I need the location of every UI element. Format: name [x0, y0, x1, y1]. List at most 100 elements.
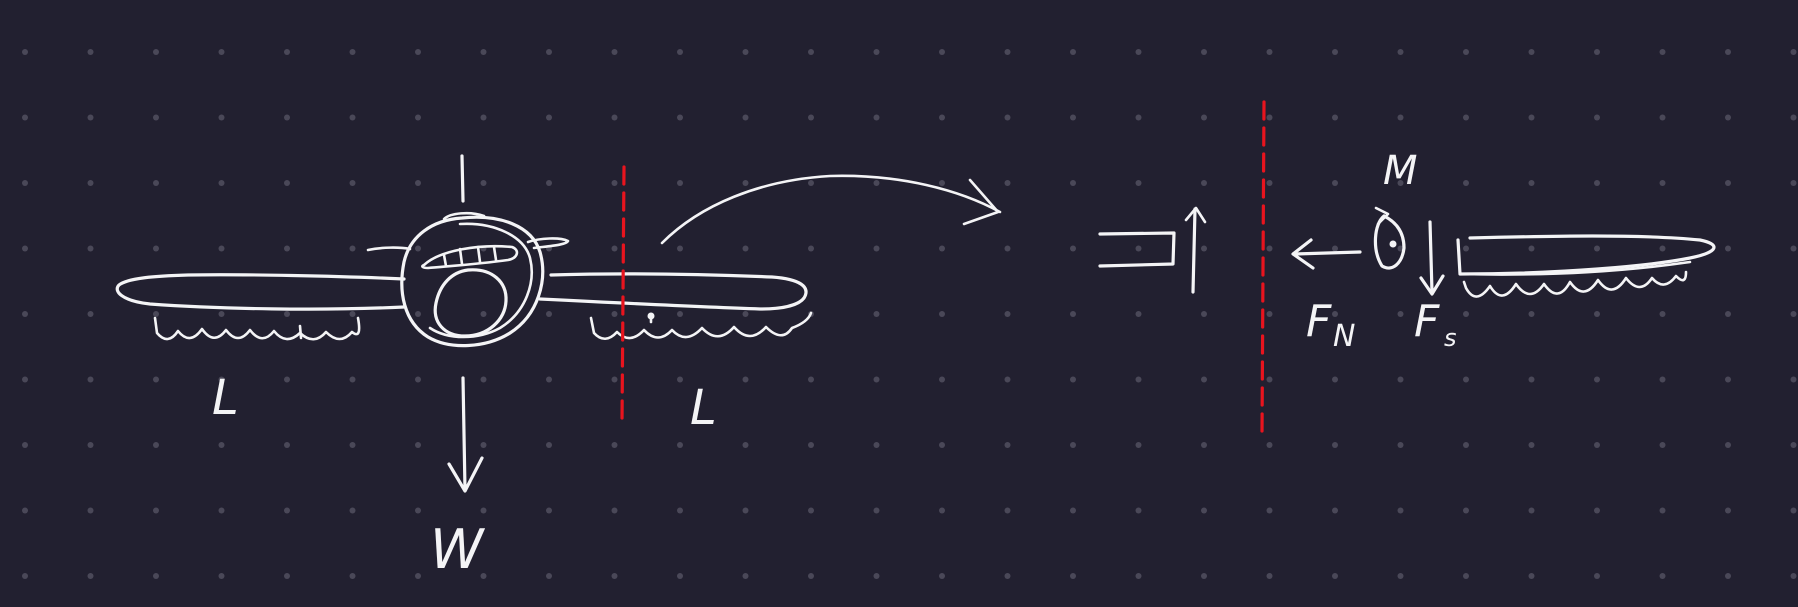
grid-dot — [1528, 180, 1535, 186]
grid-dot — [87, 507, 94, 514]
grid-dot — [808, 442, 814, 448]
grid-dot — [808, 114, 814, 121]
grid-dot — [480, 507, 487, 514]
grid-dot — [1725, 507, 1731, 514]
grid-dot — [153, 180, 159, 186]
shear-force-label: F — [1414, 296, 1440, 347]
weight-label: W — [430, 518, 486, 581]
grid-dot — [1397, 573, 1404, 579]
grid-dot — [873, 49, 880, 55]
grid-dot — [349, 442, 356, 448]
section-point — [1389, 240, 1397, 248]
tail-top — [442, 211, 486, 221]
grid-dot — [1397, 245, 1404, 252]
grid-dot — [415, 180, 421, 186]
grid-dot — [808, 245, 814, 252]
grid-dot — [22, 573, 28, 579]
grid-dot — [939, 442, 945, 448]
grid-dot — [480, 573, 487, 579]
grid-dot — [480, 442, 487, 448]
grid-dot — [1004, 180, 1011, 186]
grid-dot — [1135, 180, 1142, 186]
grid-dot — [1201, 442, 1207, 448]
grid-dot — [808, 180, 814, 186]
grid-dot — [1201, 49, 1207, 55]
grid-dot — [1135, 573, 1142, 579]
grid-dot — [284, 180, 290, 186]
weight-arrowhead — [447, 456, 484, 493]
grid-dot — [415, 573, 421, 579]
grid-dot — [1659, 180, 1666, 186]
grid-dot — [1528, 573, 1535, 579]
grid-dot — [284, 376, 290, 383]
grid-dot — [284, 245, 290, 252]
grid-dot — [1070, 507, 1076, 514]
grid-dot — [1528, 442, 1535, 448]
grid-dot — [1201, 180, 1207, 186]
grid-dot — [1201, 311, 1207, 317]
dot-grid — [22, 49, 1797, 579]
grid-dot — [1528, 311, 1535, 317]
grid-dot — [939, 245, 945, 252]
grid-dot — [1070, 311, 1076, 317]
grid-dot — [808, 507, 814, 514]
grid-dot — [153, 49, 159, 55]
grid-dot — [415, 49, 421, 55]
grid-dot — [1135, 507, 1142, 514]
grid-dot — [1266, 376, 1273, 383]
grid-dot — [1594, 573, 1600, 579]
moment-label: M — [1383, 148, 1418, 194]
grid-dot — [1463, 442, 1469, 448]
grid-dot — [22, 180, 28, 186]
grid-dot — [1594, 49, 1600, 55]
grid-dot — [1266, 180, 1273, 186]
grid-dot — [611, 245, 618, 252]
grid-dot — [22, 311, 28, 317]
grid-dot — [284, 114, 290, 121]
grid-dot — [218, 376, 225, 383]
grid-dot — [1332, 507, 1338, 514]
grid-dot — [1332, 311, 1338, 317]
grid-dot — [873, 180, 880, 186]
grid-dot — [218, 311, 225, 317]
fbd-cut-line — [1260, 100, 1266, 436]
grid-dot — [1004, 376, 1011, 383]
grid-dot — [742, 114, 749, 121]
grid-dot — [1725, 180, 1731, 186]
grid-dot — [1594, 311, 1600, 317]
grid-dot — [677, 376, 683, 383]
grid-dot — [1790, 573, 1797, 579]
left-stabilizer — [366, 246, 412, 252]
shear-force-arrow — [1428, 220, 1434, 294]
grid-dot — [1397, 49, 1404, 55]
grid-dot — [1725, 311, 1731, 317]
moment-arrowhead — [1374, 206, 1390, 226]
grid-dot — [611, 114, 618, 121]
grid-dot — [415, 507, 421, 514]
grid-dot — [1659, 573, 1666, 579]
right-wing — [538, 272, 808, 311]
grid-dot — [1725, 49, 1731, 55]
free-body-diagram — [1098, 100, 1716, 436]
grid-dot — [1135, 311, 1142, 317]
grid-dot — [808, 573, 814, 579]
grid-dot — [22, 376, 28, 383]
shear-force-arrowhead — [1419, 274, 1445, 296]
grid-dot — [742, 311, 749, 317]
grid-dot — [218, 180, 225, 186]
grid-dot — [284, 442, 290, 448]
grid-dot — [873, 311, 880, 317]
grid-dot — [1659, 311, 1666, 317]
grid-dot — [1790, 180, 1797, 186]
grid-dot — [1528, 376, 1535, 383]
grid-dot — [218, 573, 225, 579]
grid-dot — [546, 573, 552, 579]
grid-dot — [1135, 114, 1142, 121]
grid-dot — [1070, 573, 1076, 579]
section-lift-distribution — [1462, 270, 1688, 298]
grid-dot — [153, 114, 159, 121]
grid-dot — [1070, 180, 1076, 186]
grid-dot — [87, 49, 94, 55]
grid-dot — [873, 442, 880, 448]
